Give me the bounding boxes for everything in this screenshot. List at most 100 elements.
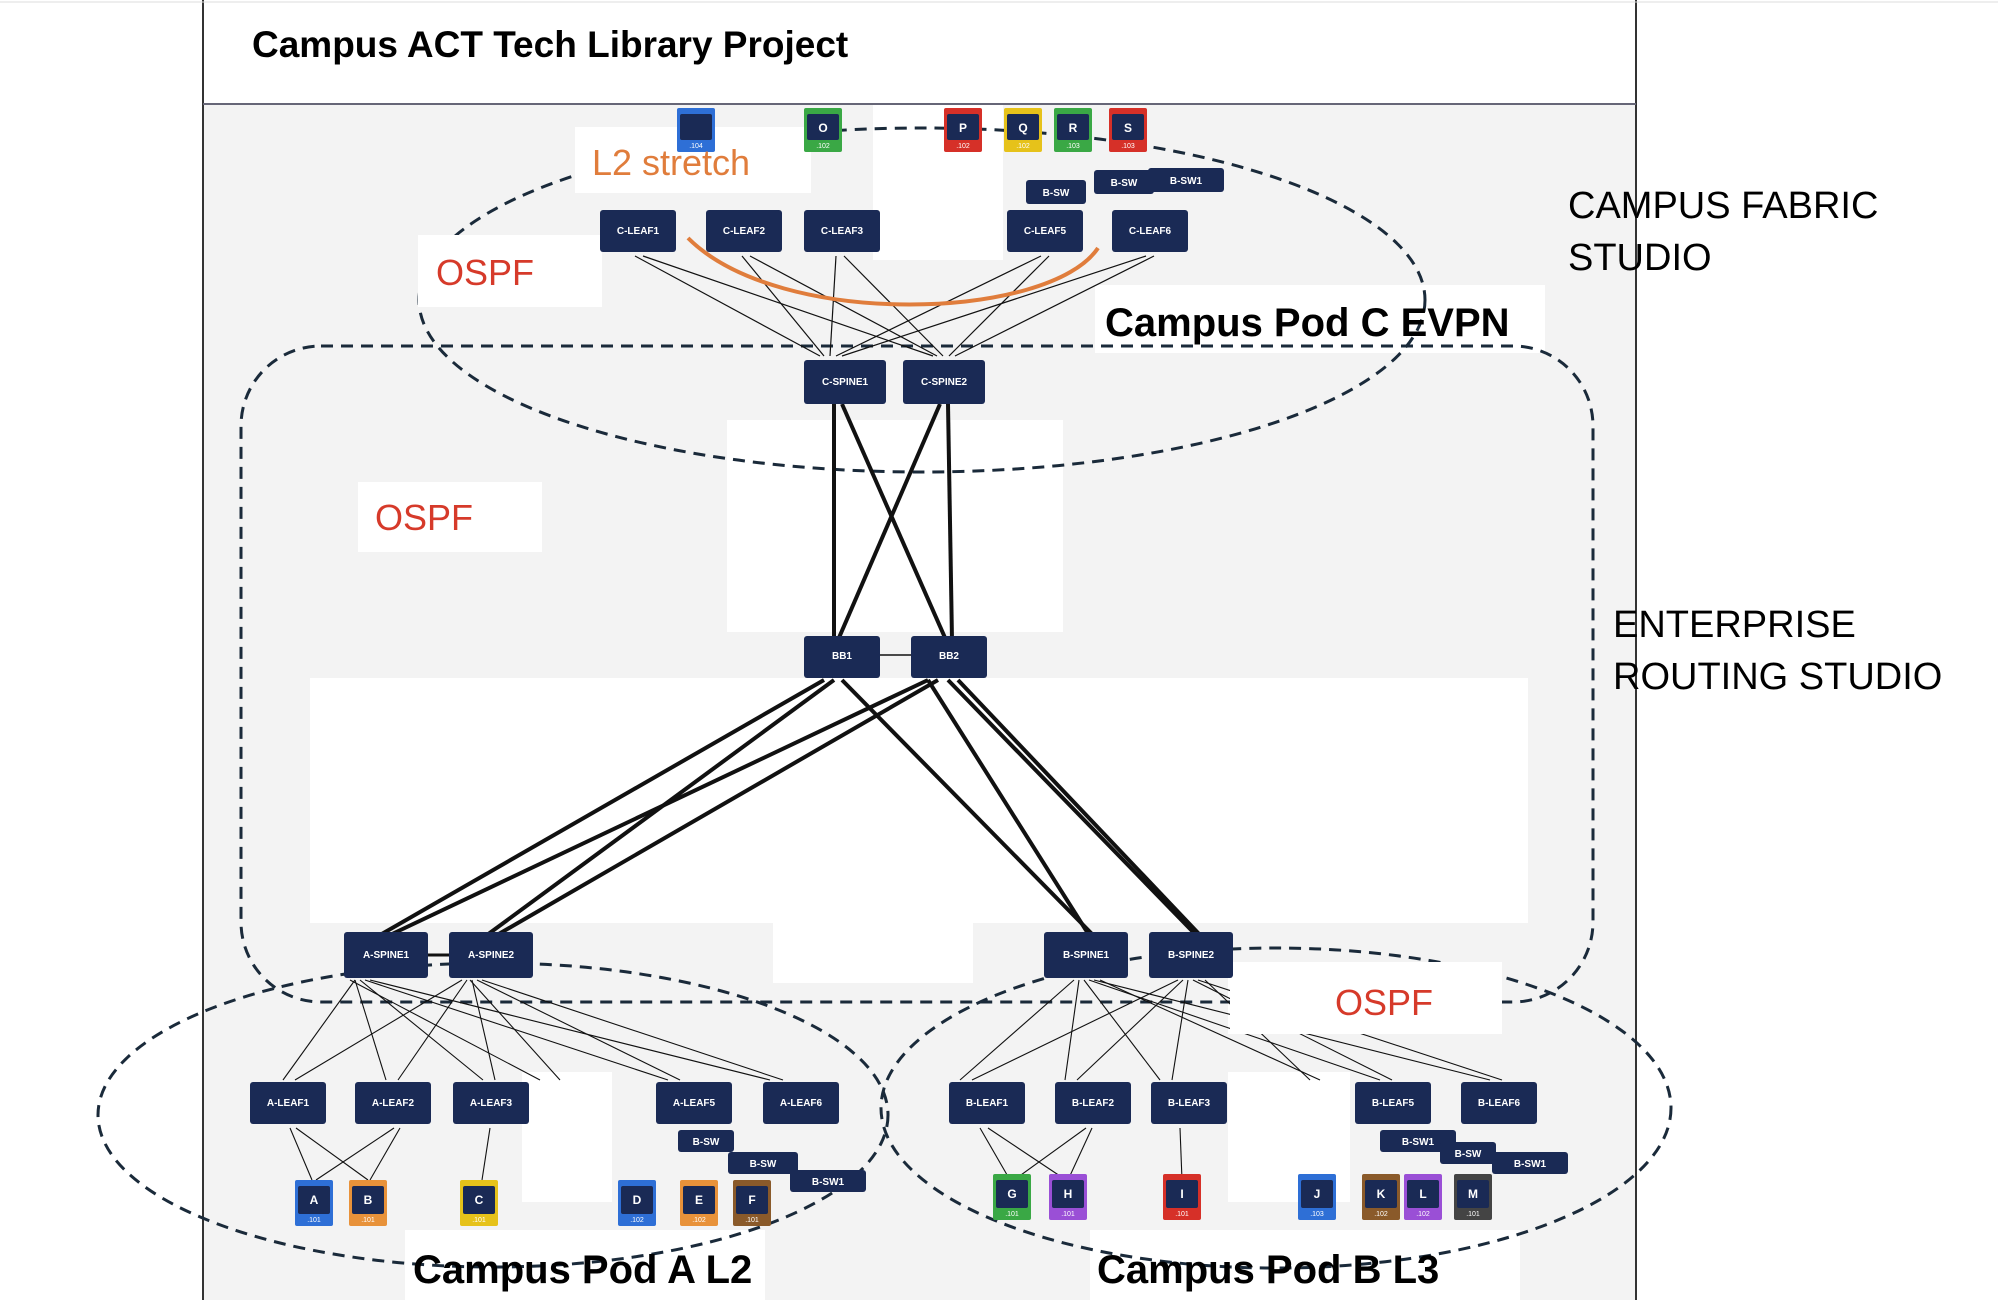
bb-to-spine-links (379, 678, 1202, 937)
endpoint-i[interactable]: I.101 (1163, 1174, 1201, 1220)
endpoint-ip: .101 (1466, 1211, 1480, 1218)
switch-b-leaf5[interactable]: B-LEAF5 (1355, 1082, 1431, 1124)
switch-c-leaf2[interactable]: C-LEAF2 (706, 210, 782, 252)
switch-b-sw-pod-a[interactable]: B-SW (678, 1130, 734, 1152)
endpoint-j[interactable]: J.103 (1298, 1174, 1336, 1220)
endpoint-body (1057, 114, 1089, 140)
switch-b-sw1-top[interactable]: B-SW1 (1148, 168, 1224, 192)
endpoint-e[interactable]: E.102 (680, 1180, 718, 1226)
endpoint-label: P (959, 121, 967, 135)
ospf-label-middle: OSPF (375, 497, 473, 538)
endpoint-a[interactable]: A.101 (295, 1180, 333, 1226)
mask-patch (1090, 1230, 1520, 1300)
endpoint-label: Q (1018, 121, 1027, 135)
endpoint-body (1407, 1180, 1439, 1208)
switch-b-spine1[interactable]: B-SPINE1 (1044, 932, 1128, 978)
endpoint-ip: .102 (816, 143, 830, 150)
switch-c-spine2[interactable]: C-SPINE2 (903, 360, 985, 404)
endpoint-ip: .102 (956, 143, 970, 150)
switch-b-sw1-pod-b[interactable]: B-SW1 (1380, 1130, 1456, 1152)
endpoint-ip: .101 (472, 1217, 486, 1224)
endpoint-body (621, 1186, 653, 1214)
endpoint-h[interactable]: H.101 (1049, 1174, 1087, 1220)
switch-b-spine2[interactable]: B-SPINE2 (1149, 932, 1233, 978)
endpoint-body (1007, 114, 1039, 140)
switch-b-leaf3[interactable]: B-LEAF3 (1151, 1082, 1227, 1124)
endpoint-p[interactable]: P .102 (944, 108, 982, 152)
switch-b-sw-top-2[interactable]: B-SW (1094, 170, 1154, 194)
endpoint-ip: .102 (692, 1217, 706, 1224)
endpoint-ip: .101 (745, 1217, 759, 1224)
switch-bb2[interactable]: BB2 (911, 636, 987, 678)
switch-bb1[interactable]: BB1 (804, 636, 880, 678)
endpoint-label: M (1468, 1187, 1478, 1201)
endpoint-d[interactable]: D.102 (618, 1180, 656, 1226)
endpoint-f[interactable]: F.101 (733, 1180, 771, 1226)
enterprise-routing-label-line2: ROUTING STUDIO (1613, 656, 1942, 698)
switch-label: B-LEAF1 (966, 1098, 1009, 1109)
switch-c-leaf3[interactable]: C-LEAF3 (804, 210, 880, 252)
switch-c-leaf6[interactable]: C-LEAF6 (1112, 210, 1188, 252)
endpoint-c[interactable]: C.101 (460, 1180, 498, 1226)
switch-label: B-SW (693, 1137, 720, 1148)
switch-label: A-LEAF6 (780, 1098, 823, 1109)
endpoint-o[interactable]: O.102 (804, 108, 842, 152)
endpoint-body (1166, 1180, 1198, 1208)
switch-b-sw-pod-b[interactable]: B-SW (1440, 1142, 1496, 1164)
endpoint-l[interactable]: L.102 (1404, 1174, 1442, 1220)
endpoint-body (1365, 1180, 1397, 1208)
switch-b-leaf6[interactable]: B-LEAF6 (1461, 1082, 1537, 1124)
endpoint-tile[interactable]: .104 (677, 108, 715, 152)
switch-a-spine2[interactable]: A-SPINE2 (449, 932, 533, 978)
switch-label: B-SW1 (1402, 1137, 1435, 1148)
endpoint-ip: .101 (1005, 1211, 1019, 1218)
switch-label: A-LEAF3 (470, 1098, 513, 1109)
endpoint-body (1301, 1180, 1333, 1208)
switch-a-leaf6[interactable]: A-LEAF6 (763, 1082, 839, 1124)
switch-b-sw1-pod-a[interactable]: B-SW1 (790, 1170, 866, 1192)
endpoint-s[interactable]: S.103 (1109, 108, 1147, 152)
core-links (832, 403, 954, 641)
mask-patch (405, 1230, 765, 1300)
switch-label: C-LEAF2 (723, 226, 766, 237)
switch-c-spine1[interactable]: C-SPINE1 (804, 360, 886, 404)
endpoint-k[interactable]: K.102 (1362, 1174, 1400, 1220)
switch-label: B-SW1 (1170, 176, 1203, 187)
endpoint-body (680, 114, 712, 140)
endpoint-label: R (1069, 121, 1078, 135)
endpoint-b[interactable]: B.101 (349, 1180, 387, 1226)
endpoint-ip: .101 (361, 1217, 375, 1224)
switch-a-leaf5[interactable]: A-LEAF5 (656, 1082, 732, 1124)
pod-c-label: Campus Pod C EVPN (1105, 301, 1510, 345)
switch-a-leaf2[interactable]: A-LEAF2 (355, 1082, 431, 1124)
switch-b-sw1-pod-b-2[interactable]: B-SW1 (1492, 1152, 1568, 1174)
switch-label: C-SPINE2 (921, 377, 968, 388)
switch-a-leaf3[interactable]: A-LEAF3 (453, 1082, 529, 1124)
endpoint-g[interactable]: G.101 (993, 1174, 1031, 1220)
switch-label: A-SPINE1 (363, 950, 410, 961)
endpoint-ip: .101 (307, 1217, 321, 1224)
l2-stretch-label: L2 stretch (592, 142, 750, 183)
ospf-label-bottom: OSPF (1335, 982, 1433, 1023)
switch-a-leaf1[interactable]: A-LEAF1 (250, 1082, 326, 1124)
switch-b-sw-pod-a-2[interactable]: B-SW (728, 1152, 798, 1174)
endpoint-q[interactable]: Q.102 (1004, 108, 1042, 152)
switch-c-leaf1[interactable]: C-LEAF1 (600, 210, 676, 252)
switch-label: A-SPINE2 (468, 950, 515, 961)
endpoint-label: L (1419, 1187, 1426, 1201)
mask-patch (310, 678, 1528, 923)
switch-a-spine1[interactable]: A-SPINE1 (344, 932, 428, 978)
switch-b-leaf1[interactable]: B-LEAF1 (949, 1082, 1025, 1124)
endpoint-m[interactable]: M .101 (1454, 1174, 1492, 1220)
endpoint-links (289, 1127, 1183, 1181)
switch-label: C-LEAF5 (1024, 226, 1067, 237)
endpoint-body (996, 1180, 1028, 1208)
endpoint-r[interactable]: R.103 (1054, 108, 1092, 152)
switch-b-sw-top[interactable]: B-SW (1026, 180, 1086, 204)
switch-c-leaf5[interactable]: C-LEAF5 (1007, 210, 1083, 252)
switches: C-LEAF1 C-LEAF2 C-LEAF3 C-LEAF5 C-LEAF6 … (250, 168, 1568, 1192)
switch-b-leaf2[interactable]: B-LEAF2 (1055, 1082, 1131, 1124)
endpoint-body (463, 1186, 495, 1214)
